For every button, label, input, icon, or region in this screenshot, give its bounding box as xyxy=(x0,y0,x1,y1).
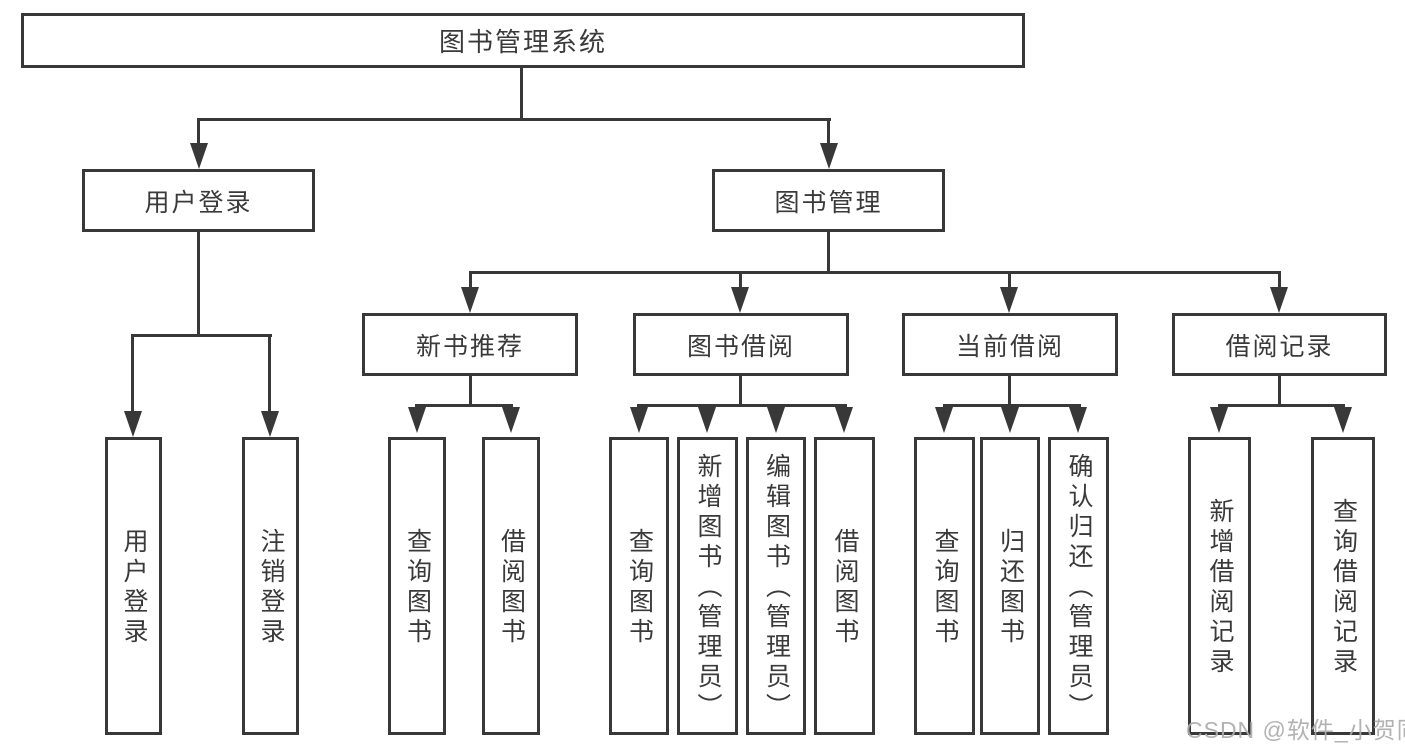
leaf-bb-add-books-admin: 新增图书（管理员） xyxy=(677,437,738,735)
leaf-nb-borrow-books: 借阅图书 xyxy=(482,437,540,735)
node-current-borrow-label: 当前借阅 xyxy=(955,332,1064,361)
arrow-down-icon xyxy=(124,411,142,437)
connector xyxy=(131,334,272,337)
leaf-cb-return-books: 归还图书 xyxy=(980,437,1040,735)
node-borrow-records-label: 借阅记录 xyxy=(1225,332,1334,361)
leaf-nb-query-books-label: 查询图书 xyxy=(403,528,432,648)
leaf-bb-edit-books-admin: 编辑图书（管理员） xyxy=(746,437,806,735)
leaf-cb-confirm-return-admin: 确认归还（管理员） xyxy=(1048,437,1109,735)
arrow-down-icon xyxy=(461,287,479,313)
arrow-down-icon xyxy=(190,143,208,169)
leaf-br-add-record: 新增借阅记录 xyxy=(1188,437,1251,735)
leaf-user-login: 用户登录 xyxy=(105,437,162,735)
connector xyxy=(827,118,830,150)
leaf-nb-borrow-books-label: 借阅图书 xyxy=(497,528,526,648)
node-root: 图书管理系统 xyxy=(21,13,1025,68)
leaf-bb-borrow-books: 借阅图书 xyxy=(814,437,875,735)
connector xyxy=(469,271,1281,274)
connector xyxy=(131,334,134,416)
leaf-cb-query-books-label: 查询图书 xyxy=(931,528,959,648)
arrow-down-icon xyxy=(408,407,426,433)
connector xyxy=(197,118,200,150)
connector xyxy=(1278,376,1281,406)
leaf-bb-add-books-admin-label: 新增图书（管理员） xyxy=(694,453,722,723)
arrow-down-icon xyxy=(630,407,648,433)
node-book-borrow: 图书借阅 xyxy=(633,313,849,376)
node-root-label: 图书管理系统 xyxy=(438,27,607,57)
leaf-cb-query-books: 查询图书 xyxy=(914,437,975,735)
connector xyxy=(739,376,742,406)
node-borrow-records: 借阅记录 xyxy=(1172,313,1387,376)
connector xyxy=(739,271,742,293)
node-user-login: 用户登录 xyxy=(82,169,315,232)
csdn-watermark: CSDN @软件_小贺同学 xyxy=(1186,717,1405,743)
node-user-login-label: 用户登录 xyxy=(144,188,253,217)
connector xyxy=(827,232,830,273)
node-new-book-recommend: 新书推荐 xyxy=(362,313,578,376)
connector xyxy=(1218,404,1345,407)
leaf-bb-borrow-books-label: 借阅图书 xyxy=(831,528,859,648)
arrow-down-icon xyxy=(261,411,279,437)
arrow-down-icon xyxy=(1270,287,1288,313)
arrow-down-icon xyxy=(731,287,749,313)
node-book-borrow-label: 图书借阅 xyxy=(686,332,795,361)
leaf-user-login-label: 用户登录 xyxy=(120,528,148,648)
leaf-br-query-record-label: 查询借阅记录 xyxy=(1329,498,1358,678)
connector xyxy=(1278,271,1281,293)
leaf-cb-confirm-return-admin-label: 确认归还（管理员） xyxy=(1065,453,1093,723)
leaf-bb-query-books: 查询图书 xyxy=(609,437,669,735)
connector xyxy=(415,404,513,407)
arrow-down-icon xyxy=(820,143,838,169)
node-current-borrow: 当前借阅 xyxy=(902,313,1118,376)
leaf-nb-query-books: 查询图书 xyxy=(388,437,446,735)
leaf-bb-edit-books-admin-label: 编辑图书（管理员） xyxy=(762,453,791,723)
arrow-down-icon xyxy=(1001,407,1019,433)
connector xyxy=(197,232,200,336)
arrow-down-icon xyxy=(1210,407,1228,433)
leaf-cb-return-books-label: 归还图书 xyxy=(996,528,1025,648)
node-book-management: 图书管理 xyxy=(712,169,945,232)
arrow-down-icon xyxy=(935,407,953,433)
arrow-down-icon xyxy=(698,407,716,433)
node-book-management-label: 图书管理 xyxy=(774,188,883,217)
connector xyxy=(637,404,847,407)
connector xyxy=(268,334,271,416)
leaf-bb-query-books-label: 查询图书 xyxy=(625,528,654,648)
arrow-down-icon xyxy=(835,407,853,433)
leaf-logout: 注销登录 xyxy=(242,437,299,735)
arrow-down-icon xyxy=(502,407,520,433)
arrow-down-icon xyxy=(1334,407,1352,433)
leaf-br-add-record-label: 新增借阅记录 xyxy=(1206,498,1234,678)
leaf-logout-label: 注销登录 xyxy=(257,528,285,648)
connector xyxy=(197,118,831,121)
node-new-book-recommend-label: 新书推荐 xyxy=(415,332,524,361)
connector xyxy=(469,271,472,293)
connector xyxy=(520,68,523,121)
arrow-down-icon xyxy=(1069,407,1087,433)
connector xyxy=(943,404,1081,407)
leaf-br-query-record: 查询借阅记录 xyxy=(1311,437,1375,735)
connector xyxy=(469,376,472,406)
arrow-down-icon xyxy=(1000,287,1018,313)
connector xyxy=(1008,271,1011,293)
arrow-down-icon xyxy=(767,407,785,433)
connector xyxy=(1008,376,1011,406)
